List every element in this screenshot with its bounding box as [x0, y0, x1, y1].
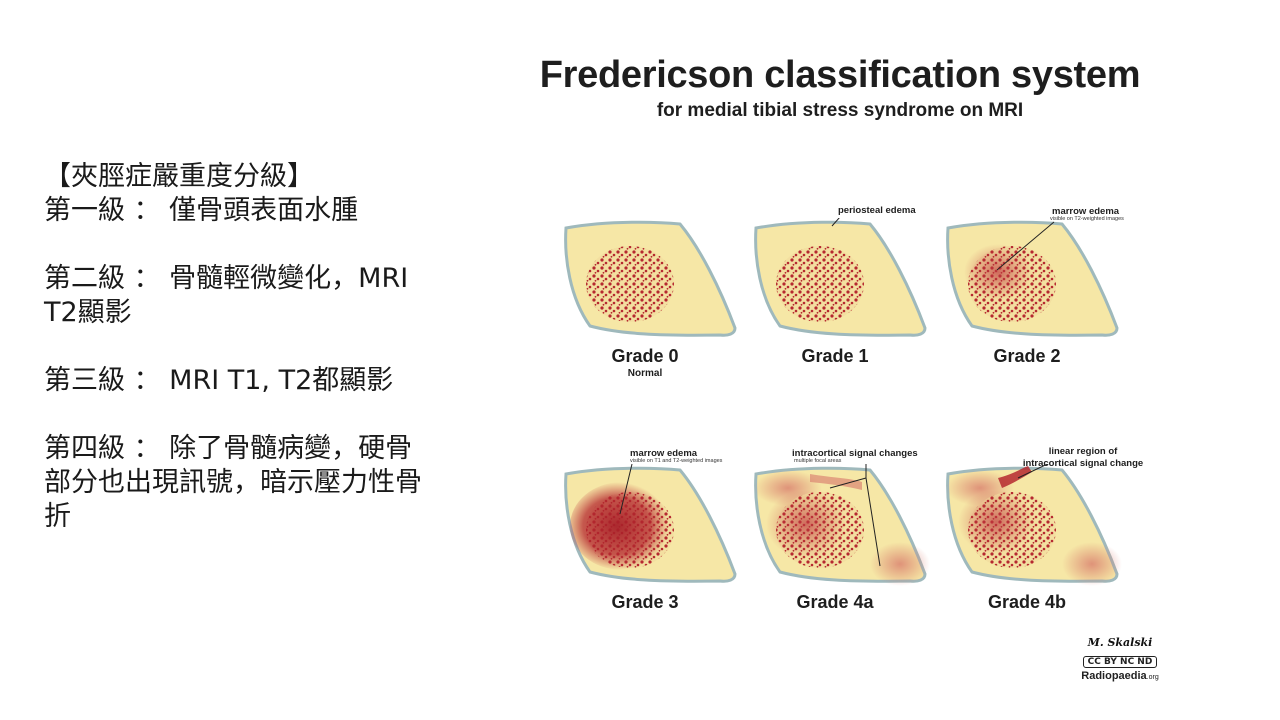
- annotation-marrow-edema-grade-3-sub: visible on T1 and T2-weighted images: [630, 458, 723, 464]
- cc-license-badge: CC BY NC ND: [1082, 656, 1158, 668]
- grade-4a-bone-illustration: [754, 464, 930, 586]
- grade-1-card: Grade 1: [750, 218, 950, 408]
- grade-1-bone-illustration: [754, 218, 927, 337]
- text-grade-4-line-3: 折: [44, 501, 71, 532]
- grade-0-label: Grade 0: [611, 346, 679, 366]
- grade-0-card: Grade 0 Normal: [560, 218, 760, 408]
- annotation-marrow-edema-grade-2-sub: visible on T2-weighted images: [1050, 216, 1124, 222]
- grade-0-bone-illustration: [564, 220, 737, 337]
- annotation-marrow-edema-grade-3: marrow edema: [630, 448, 698, 459]
- grade-4a-card: Grade 4a: [750, 464, 950, 654]
- grade-4b-bone-illustration: [946, 464, 1122, 586]
- grade-0-sublabel: Normal: [627, 368, 663, 379]
- text-grade-1: 第一級 ： 僅骨頭表面水腫: [44, 195, 359, 226]
- grade-4b-label: Grade 4b: [987, 592, 1067, 612]
- grade-2-bone-illustration: [946, 220, 1119, 337]
- grade-description-text: 【夾脛症嚴重度分級】 第一級 ： 僅骨頭表面水腫 第二級 ： 骨髓輕微變化，MR…: [44, 160, 504, 534]
- grade-2-card: Grade 2: [942, 218, 1142, 408]
- annotation-intracortical-sub: multiple focal areas: [794, 458, 842, 464]
- figure-subtitle: for medial tibial stress syndrome on MRI: [656, 100, 1024, 121]
- grade-4b-card: Grade 4b: [942, 464, 1142, 654]
- grade-3-card: Grade 3: [560, 464, 760, 654]
- text-grade-2-line-1: 第二級 ： 骨髓輕微變化，MRI: [44, 263, 409, 294]
- text-heading: 【夾脛症嚴重度分級】: [44, 161, 314, 192]
- annotation-marrow-edema-grade-2: marrow edema: [1052, 206, 1120, 217]
- grade-2-label: Grade 2: [993, 346, 1061, 366]
- annotation-intracortical-signal-changes: intracortical signal changes: [792, 448, 918, 459]
- text-grade-4-line-1: 第四級 ： 除了骨髓病變，硬骨: [44, 433, 413, 464]
- text-grade-4-line-2: 部分也出現訊號，暗示壓力性骨: [44, 467, 422, 498]
- site-suffix: .org: [1146, 674, 1159, 681]
- figure-title: Fredericson classification system: [539, 54, 1141, 96]
- annotation-linear-region-line-2: intracortical signal change: [1022, 458, 1144, 469]
- grade-1-label: Grade 1: [801, 346, 869, 366]
- radiopaedia-credit: M. Skalski CC BY NC ND Radiopaedia.org: [1075, 636, 1165, 682]
- text-grade-3: 第三級 ： MRI T1, T2都顯影: [44, 365, 394, 396]
- text-grade-2-line-2: T2顯影: [44, 297, 132, 328]
- fredericson-figure: Fredericson classification system for me…: [520, 50, 1220, 710]
- grade-3-bone-illustration: [564, 464, 737, 583]
- author-signature: M. Skalski: [1087, 636, 1153, 649]
- radiopaedia-logo-text: Radiopaedia.org: [1075, 670, 1165, 682]
- grade-4a-label: Grade 4a: [796, 592, 874, 612]
- site-name: Radiopaedia: [1081, 670, 1147, 682]
- grade-3-label: Grade 3: [611, 592, 679, 612]
- annotation-linear-region-line-1: linear region of: [1048, 446, 1118, 457]
- annotation-periosteal-edema: periosteal edema: [838, 205, 916, 216]
